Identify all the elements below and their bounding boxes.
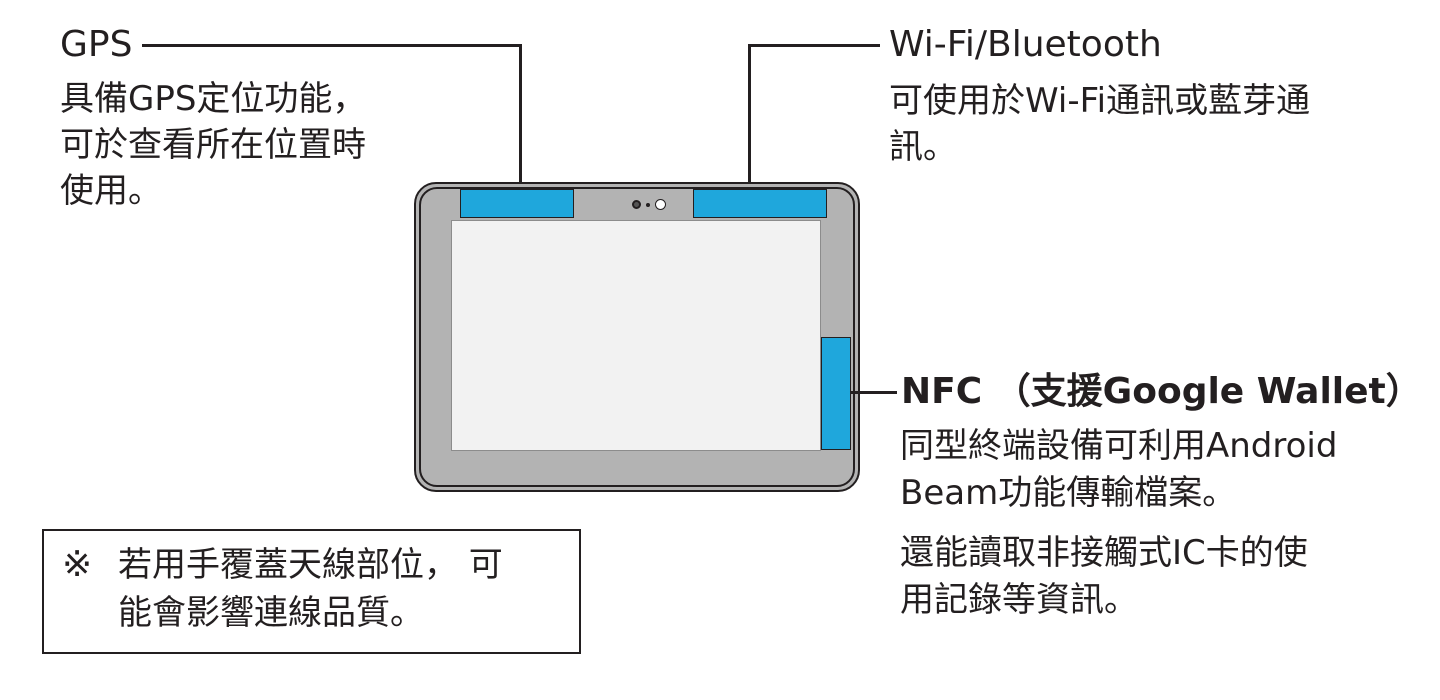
nfc-description-line-4: 用記錄等資訊。 — [900, 580, 1138, 620]
light-sensor-icon — [655, 199, 666, 210]
wifi-description-line-2: 訊。 — [889, 127, 957, 167]
gps-antenna-area — [460, 189, 574, 218]
sensor-dot-icon — [646, 203, 650, 207]
nfc-title: NFC （支援Google Wallet） — [901, 371, 1422, 412]
tablet-bezel-edge — [419, 187, 855, 487]
note-line-2: 能會影響連線品質。 — [118, 593, 424, 633]
nfc-description-line-2: Beam功能傳輸檔案。 — [900, 473, 1237, 513]
wifi-leader-vertical — [748, 44, 751, 189]
gps-title: GPS — [60, 24, 133, 65]
note-reference-mark: ※ — [62, 544, 93, 585]
wifi-bluetooth-antenna-area — [693, 189, 827, 218]
antenna-warning-note — [42, 529, 581, 654]
gps-description-line-2: 可於查看所在位置時 — [60, 125, 366, 165]
tablet-screen — [451, 220, 821, 451]
front-camera-icon — [632, 200, 641, 209]
wifi-bluetooth-title: Wi-Fi/Bluetooth — [889, 24, 1162, 65]
nfc-description-line-1: 同型終端設備可利用Android — [900, 426, 1338, 466]
nfc-leader-horizontal — [851, 391, 897, 394]
wifi-description-line-1: 可使用於Wi-Fi通訊或藍芽通 — [889, 81, 1311, 121]
note-line-1: 若用手覆蓋天線部位， 可 — [118, 545, 503, 585]
gps-description-line-3: 使用。 — [60, 171, 162, 211]
gps-leader-vertical — [519, 44, 522, 189]
gps-leader-horizontal — [142, 44, 522, 47]
nfc-antenna-area — [821, 337, 851, 450]
wifi-leader-horizontal — [748, 44, 880, 47]
gps-description-line-1: 具備GPS定位功能， — [60, 79, 367, 119]
nfc-description-line-3: 還能讀取非接觸式IC卡的使 — [900, 533, 1308, 573]
